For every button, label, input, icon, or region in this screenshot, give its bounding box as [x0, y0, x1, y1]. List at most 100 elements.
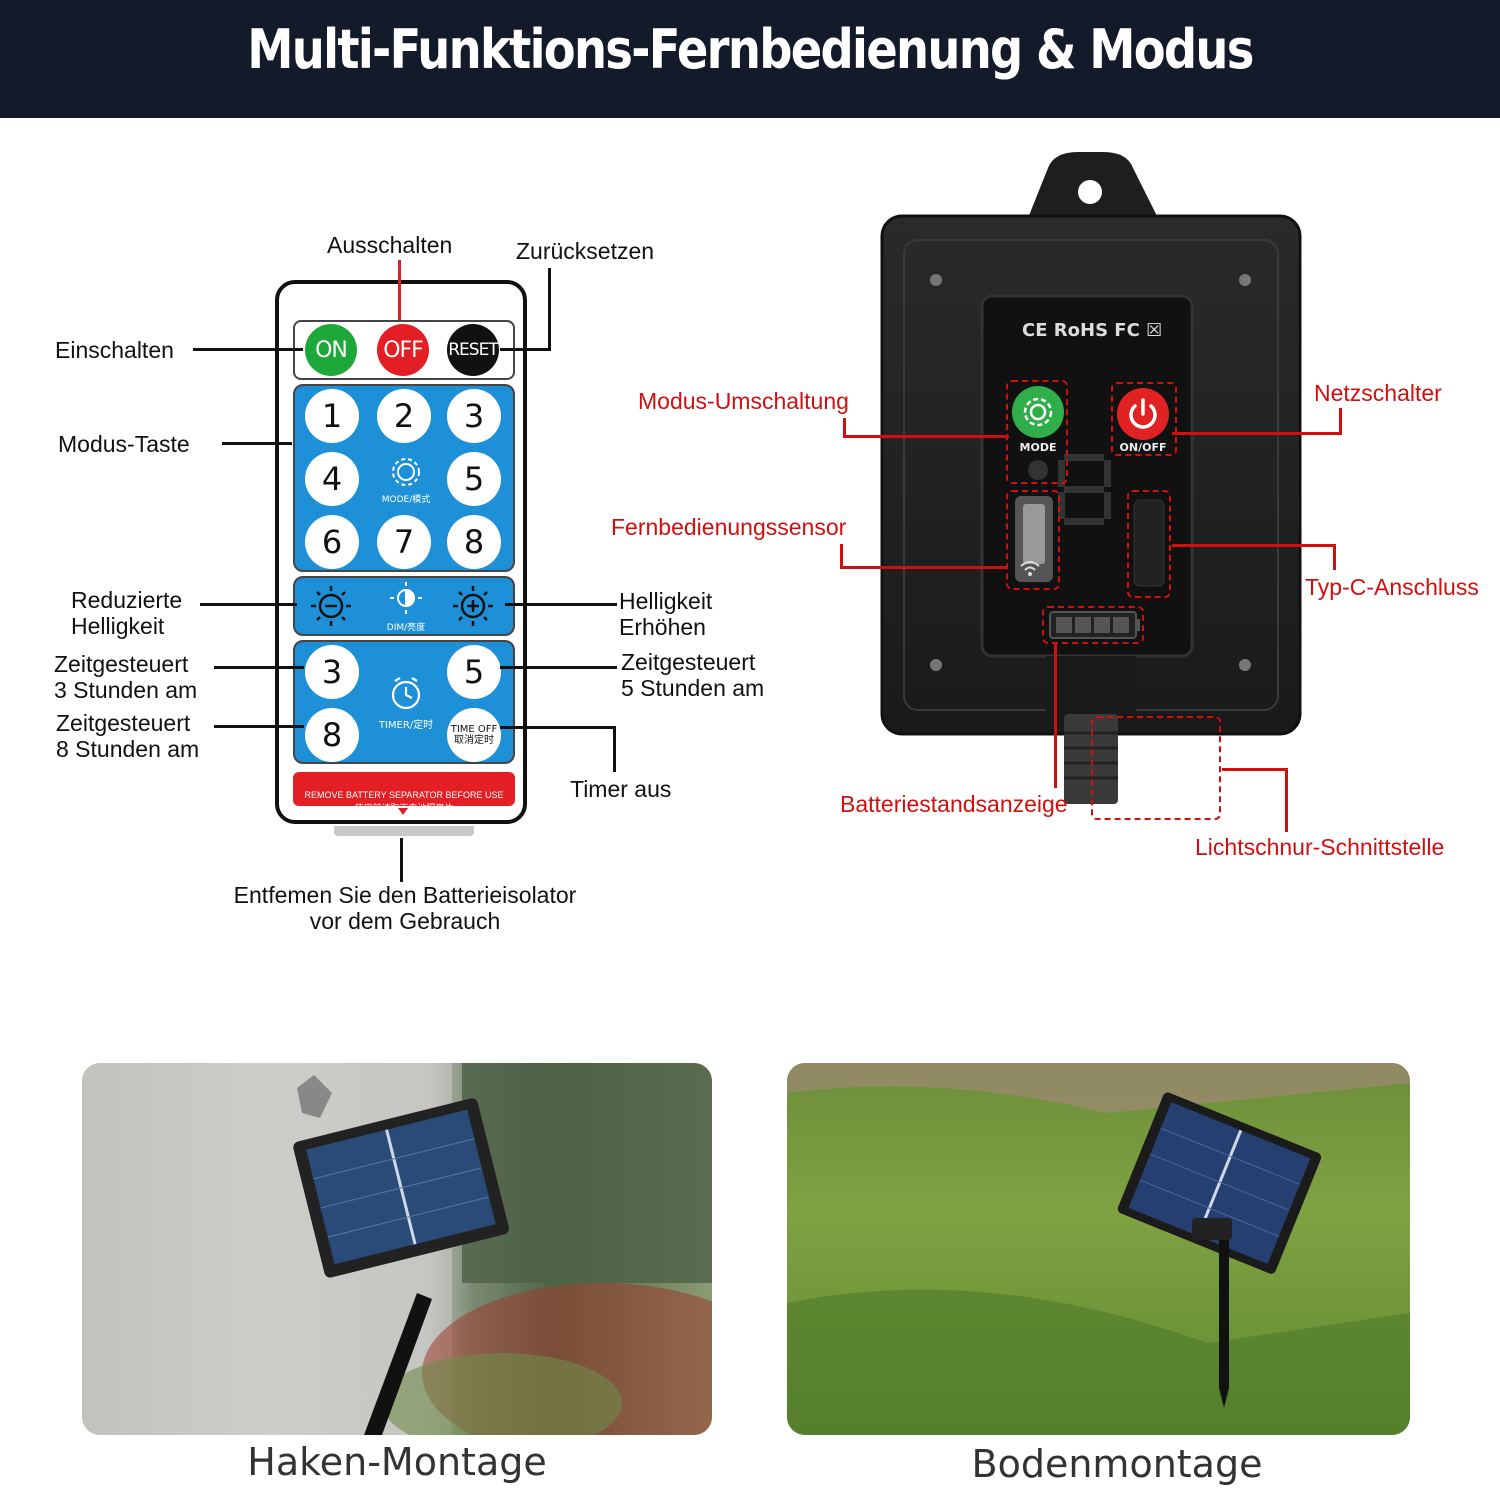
timer-text: TIMER/定时 [378, 720, 434, 731]
timer-5h-button[interactable]: 5 [447, 645, 501, 699]
mode-label: MODE [1019, 441, 1057, 454]
label-reduzierte-helligkeit: Reduzierte Helligkeit [71, 587, 183, 639]
key-label: 8 [463, 523, 485, 561]
leader-line [548, 268, 551, 351]
mode-key-3[interactable]: 3 [447, 389, 501, 443]
caption-bodenmontage: Bodenmontage [971, 1442, 1263, 1486]
label-helligkeit-erhoehen: Helligkeit Erhöhen [619, 588, 713, 640]
mode-key-1[interactable]: 1 [305, 389, 359, 443]
cord-interface-highlight [1091, 716, 1221, 820]
timer-keypad: 3 5 TIMER/定时 8 TIME OFF 取消定时 [293, 640, 515, 764]
leader-line [1339, 408, 1342, 435]
sun-minus-icon [311, 586, 351, 626]
off-button-label: OFF [383, 337, 424, 363]
hook-mount-photo [82, 1063, 712, 1435]
separator-arrow-icon [398, 808, 408, 815]
leader-line [1285, 768, 1288, 832]
power-button-row: ON OFF RESET [293, 320, 515, 380]
label-modus-taste: Modus-Taste [58, 431, 190, 457]
ground-mount-photo [787, 1063, 1410, 1435]
mode-key-8[interactable]: 8 [447, 515, 501, 569]
typec-highlight [1127, 490, 1171, 598]
label-netzschalter: Netzschalter [1314, 380, 1442, 406]
leader-line [214, 666, 304, 669]
dim-button[interactable]: DIM/亮度 [377, 580, 435, 633]
mode-key-4[interactable]: 4 [305, 452, 359, 506]
label-zeit-5h: Zeitgesteuert 5 Stunden am [621, 649, 765, 701]
onoff-label: ON/OFF [1119, 441, 1167, 454]
label-fernbedienungssensor: Fernbedienungssensor [611, 514, 847, 540]
mode-key-2[interactable]: 2 [377, 389, 431, 443]
leader-line [200, 603, 297, 606]
caption-haken-montage: Haken-Montage [247, 1440, 547, 1484]
leader-line [840, 566, 1008, 569]
power-switch-button[interactable] [1117, 388, 1169, 440]
leader-line [500, 348, 551, 351]
leader-line [613, 726, 616, 772]
leader-line [500, 726, 616, 729]
label-einschalten: Einschalten [55, 337, 174, 363]
timer-8h-button[interactable]: 8 [305, 708, 359, 762]
key-label: 1 [321, 397, 343, 435]
half-sun-icon [390, 582, 422, 614]
reset-button-label: RESET [448, 340, 498, 360]
timer-3h-button[interactable]: 3 [305, 645, 359, 699]
leader-line [1172, 544, 1336, 547]
hook-mount-illustration [82, 1063, 712, 1435]
leader-line [400, 838, 403, 882]
on-button-label: ON [315, 337, 348, 363]
key-label: 8 [321, 716, 343, 754]
mode-key-7[interactable]: 7 [377, 515, 431, 569]
key-label: 6 [321, 523, 343, 561]
key-label: 5 [463, 460, 485, 498]
label-timer-aus: Timer aus [570, 776, 672, 802]
key-label: 3 [463, 397, 485, 435]
gear-icon [392, 458, 420, 486]
label-batteriestandsanzeige: Batteriestandsanzeige [840, 791, 1068, 817]
leader-line [1222, 768, 1288, 771]
leader-line [214, 725, 304, 728]
certification-marks: CE RoHS FC ☒ [1022, 320, 1163, 341]
label-zuruecksetzen: Zurücksetzen [516, 238, 655, 264]
leader-line [193, 348, 303, 351]
off-button[interactable]: OFF [377, 324, 429, 376]
brightness-down-button[interactable] [305, 580, 357, 632]
mode-key-5[interactable]: 5 [447, 452, 501, 506]
timer-button[interactable]: TIMER/定时 [369, 674, 443, 732]
leader-line [222, 442, 292, 445]
wifi-icon [1018, 558, 1042, 583]
title-banner [0, 0, 1500, 118]
key-label: 4 [321, 460, 343, 498]
battery-separator-note: REMOVE BATTERY SEPARATOR BEFORE USE 使用前请… [293, 772, 515, 813]
dim-row: DIM/亮度 [293, 576, 515, 636]
mode-keypad: 1 2 3 4 MODE/模式 5 6 7 8 [293, 384, 515, 572]
label-batterieisolator: Entfemen Sie den Batterieisolator vor de… [233, 882, 577, 934]
mode-button[interactable]: MODE/模式 [373, 452, 439, 506]
mode-text: MODE/模式 [381, 495, 431, 505]
leader-line [1172, 432, 1342, 435]
leader-line [398, 260, 401, 320]
alarm-clock-icon [391, 677, 421, 710]
mode-switch-button[interactable] [1012, 386, 1064, 438]
mode-highlight [1006, 380, 1068, 484]
remote-control: ON OFF RESET 1 2 3 4 MODE/模式 5 6 7 8 DIM… [275, 280, 527, 824]
key-label: 3 [321, 653, 343, 691]
power-highlight [1111, 382, 1177, 456]
battery-highlight [1042, 606, 1144, 644]
sensor-highlight [1006, 490, 1060, 590]
leader-line [1333, 544, 1336, 570]
label-lichtschnur-schnittstelle: Lichtschnur-Schnittstelle [1195, 834, 1445, 860]
label-modus-umschaltung: Modus-Umschaltung [638, 388, 849, 414]
key-label: 7 [393, 523, 415, 561]
leader-line [500, 666, 617, 669]
battery-separator-tab[interactable] [334, 826, 474, 836]
brightness-up-button[interactable] [447, 580, 499, 632]
leader-line [505, 603, 617, 606]
time-off-button[interactable]: TIME OFF 取消定时 [447, 708, 501, 762]
leader-line [843, 435, 1009, 438]
mode-key-6[interactable]: 6 [305, 515, 359, 569]
leader-line [843, 418, 846, 438]
label-zeit-3h: Zeitgesteuert 3 Stunden am [54, 651, 198, 703]
on-button[interactable]: ON [305, 324, 357, 376]
reset-button[interactable]: RESET [447, 324, 499, 376]
